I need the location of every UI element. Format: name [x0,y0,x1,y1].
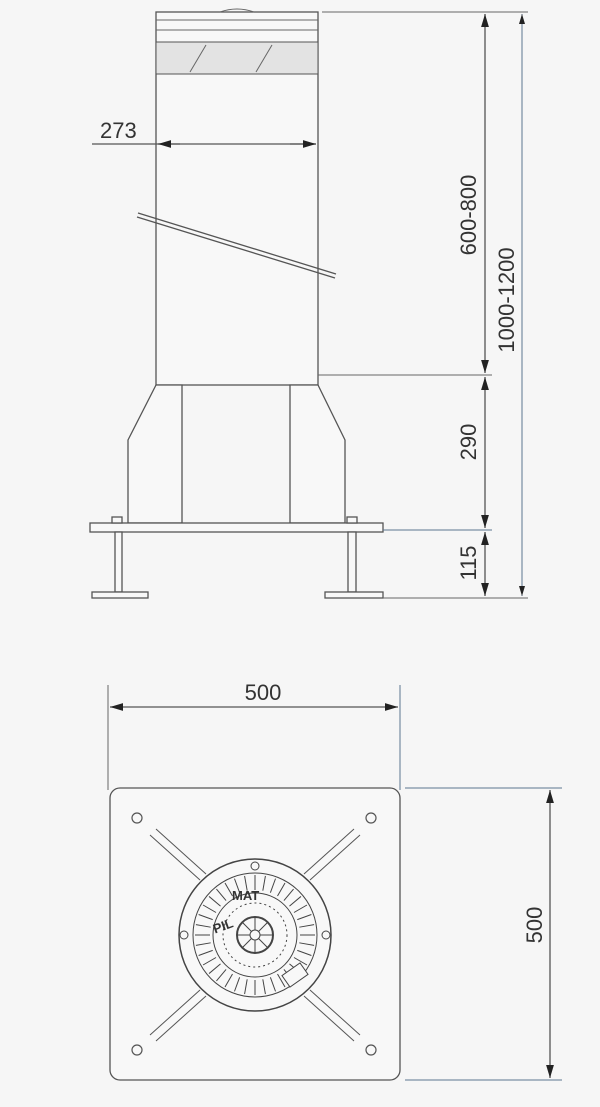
svg-text:PIL: PIL [211,915,235,936]
cover-slot [262,875,266,891]
bolt-bottom-right [365,1044,377,1056]
cover-slot [224,973,233,988]
cover-slot [244,875,248,891]
cover-slot [195,924,211,928]
bolt-top-left [131,812,143,824]
anchor-depth-label: 115 [456,545,481,580]
cover-spoke [241,938,252,949]
cover-spoke [241,921,252,932]
ribs [149,828,361,1042]
bolt-right [346,516,358,524]
cover-slot [299,924,315,928]
total-height-label: 1000-1200 [494,247,519,352]
cover-slot [277,973,286,988]
depth-label: 500 [522,907,547,944]
cover-slot [216,969,227,982]
cover-slot [208,896,221,907]
anchor-foot-right [324,591,384,599]
base-plate [89,522,384,533]
cover-slot [299,942,315,946]
side-view: 273 600-800 290 115 1000-1200 [89,8,528,599]
cover-slot [293,957,308,966]
cover-slot [289,896,302,907]
svg-text:MAT: MAT [232,888,259,903]
cover-slot [283,888,294,901]
bolt-top-right [365,812,377,824]
anchor-left [114,531,123,593]
right-fin [289,384,346,524]
cover-slot [224,882,233,897]
cover-slot [208,963,221,974]
cover-slot [202,957,217,966]
top-view: 500 500 [107,680,562,1081]
anchor-right [347,531,357,593]
cover-slot [269,878,276,893]
cover-slot [269,977,276,992]
break-line [137,212,337,275]
cover-spoke [258,921,269,932]
bolt-bottom-left [131,1044,143,1056]
cover-slot [198,914,213,921]
cover-slot [297,914,312,921]
cover-slot [198,949,213,956]
cover-slot [293,904,308,913]
bolt-left [111,516,123,524]
base-height-label: 290 [456,424,481,461]
cover-slot [234,878,241,893]
cover-slot [297,949,312,956]
cover-slot [234,977,241,992]
above-ground-height-label: 600-800 [456,175,481,256]
bollard-cap [219,8,255,13]
reflective-band [155,41,319,75]
left-fin [127,384,183,524]
cover-slot [262,979,266,995]
cover-slot [202,904,217,913]
anchor-foot-left [91,591,149,599]
cover-spoke [258,938,269,949]
cover-slot [244,979,248,995]
cover-slot [216,888,227,901]
bollard-cover-logo: PIL MAT [178,858,332,1012]
diameter-label: 273 [100,118,137,143]
width-label: 500 [245,680,282,705]
cover-slot [277,882,286,897]
cover-slot [195,942,211,946]
